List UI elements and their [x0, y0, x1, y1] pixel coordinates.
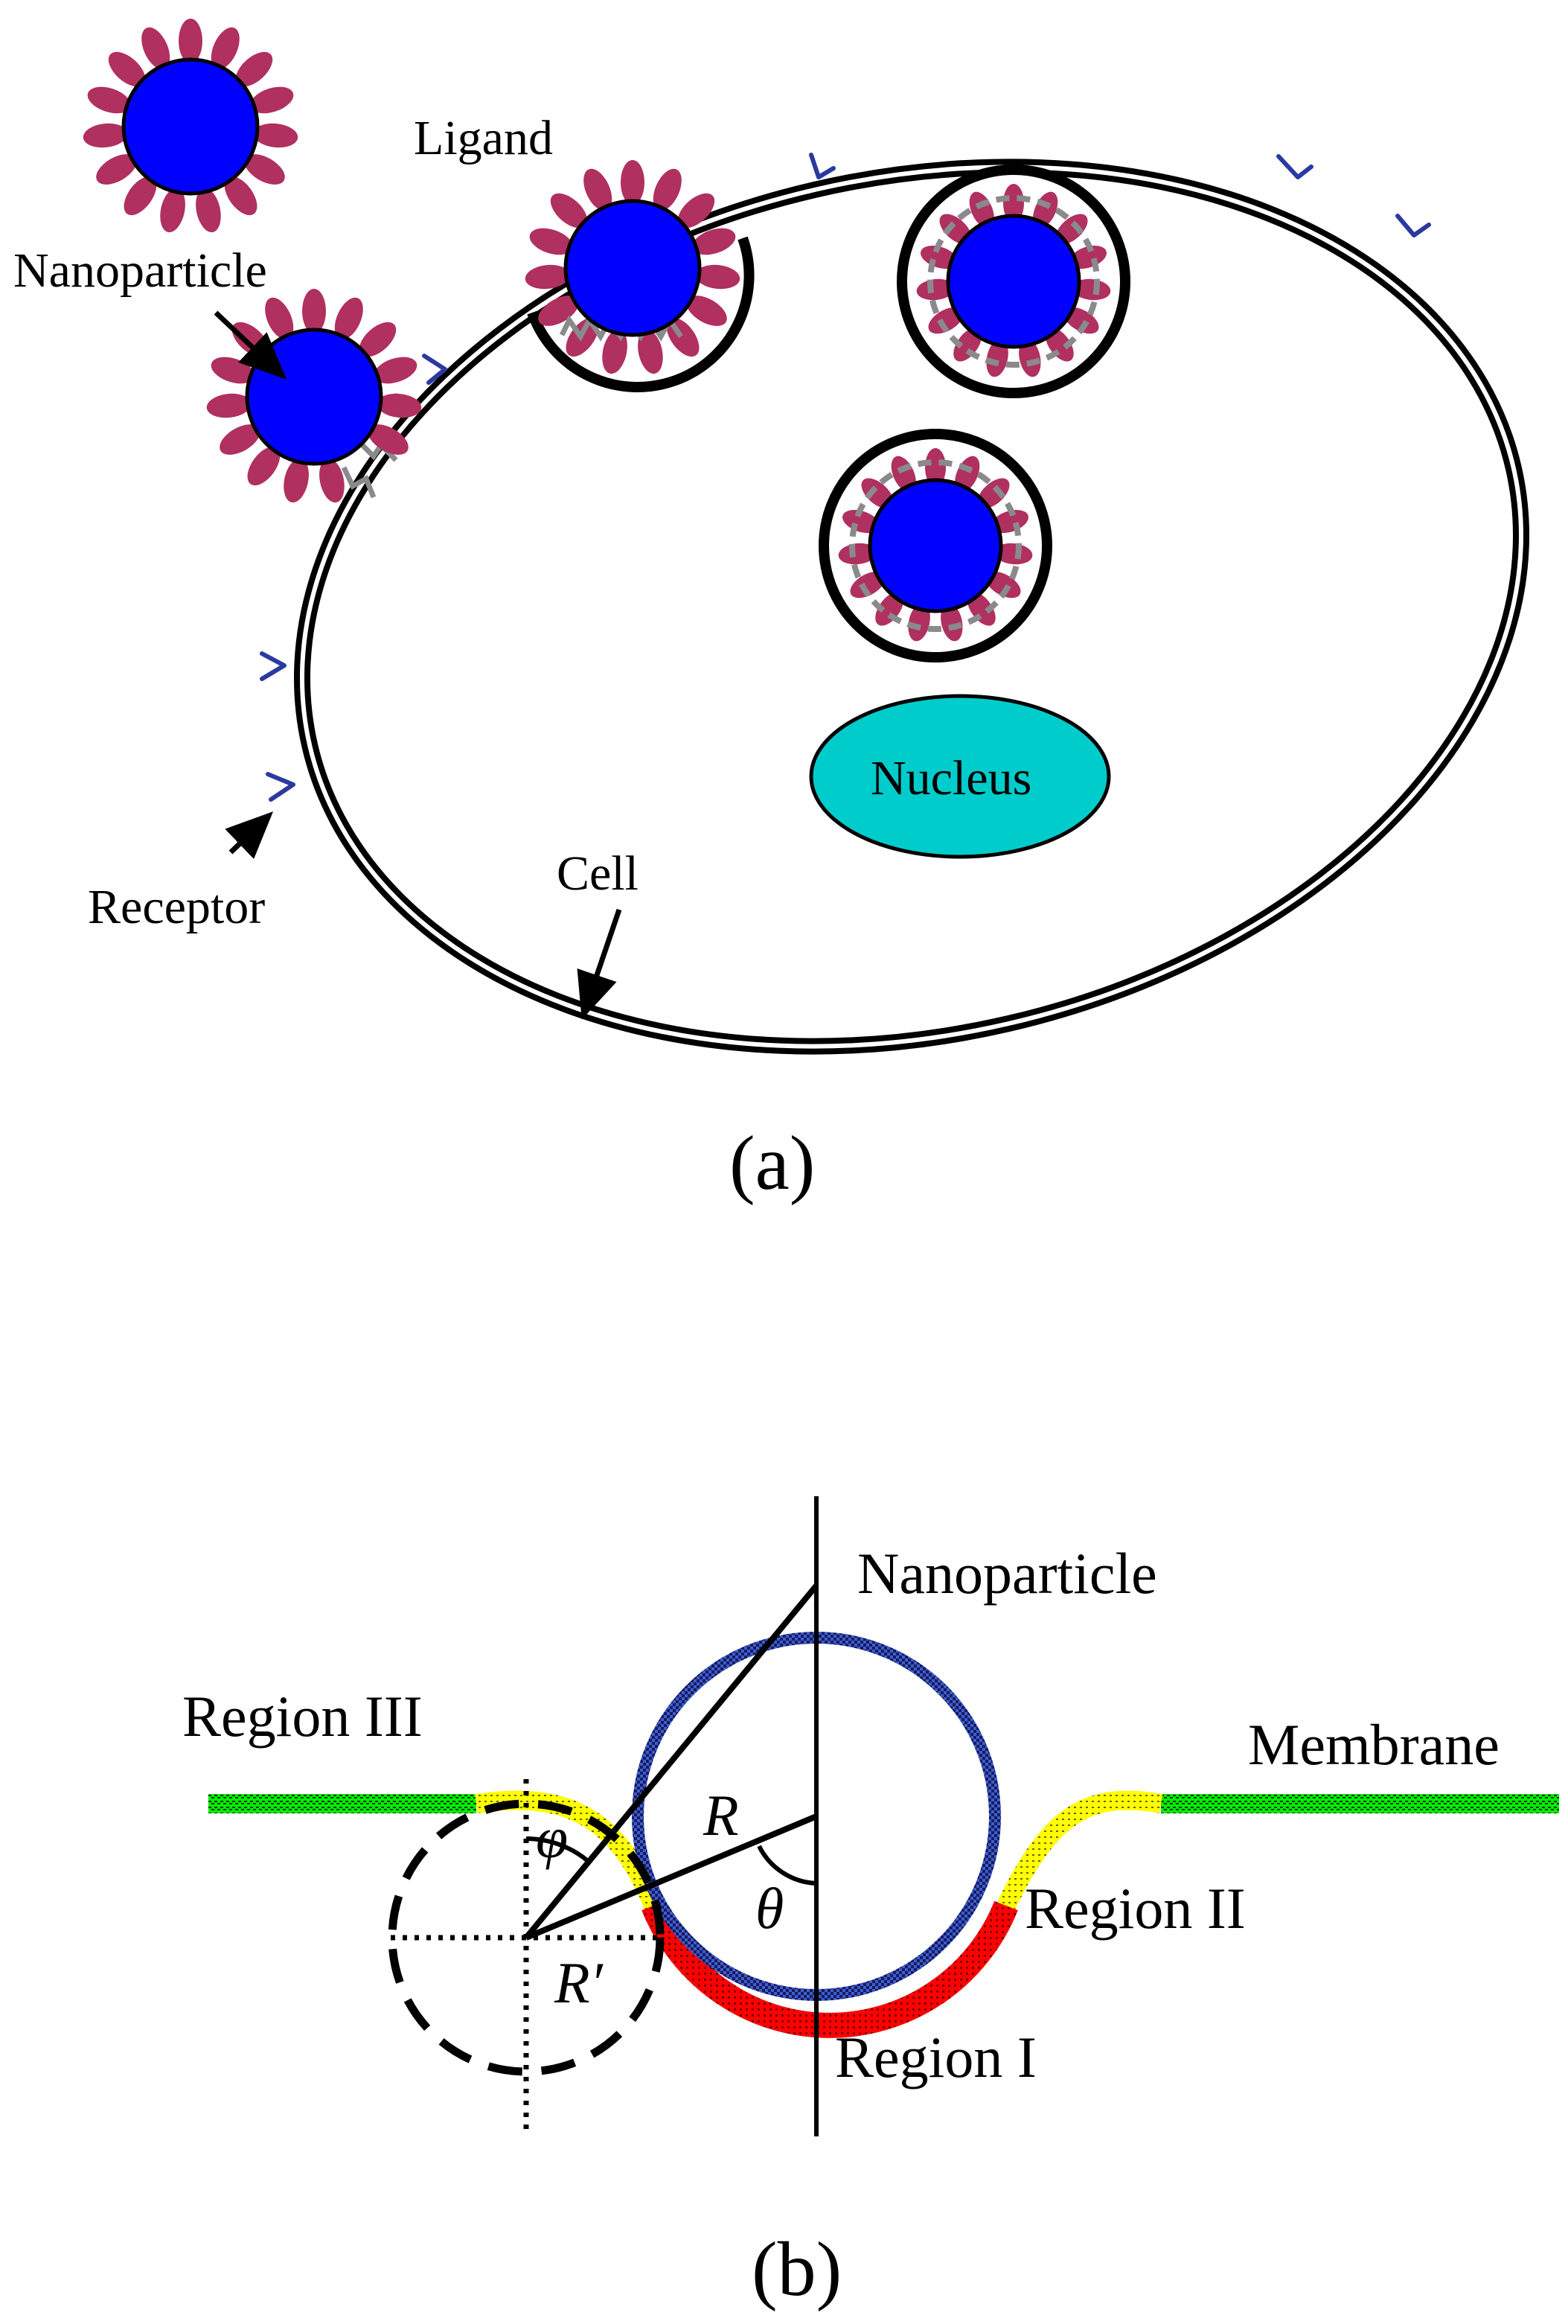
label-nucleus: Nucleus: [871, 751, 1031, 805]
vesicle-nanoparticle: [819, 429, 1052, 663]
line-R: [525, 1813, 818, 1941]
receptor-mark: [1395, 214, 1431, 237]
theta-arc: [757, 1845, 817, 1886]
curvature-circle: [388, 1799, 665, 2076]
label-nanoparticle: Nanoparticle: [13, 243, 267, 298]
arrow-nanoparticle: [214, 310, 287, 380]
bonds: [559, 315, 683, 342]
particle-core: [245, 328, 383, 466]
ligand-shell: [206, 289, 422, 503]
free-nanoparticle: [83, 19, 298, 233]
annotation-arrows: [214, 310, 622, 1020]
label-phi: φ: [536, 1805, 568, 1870]
bond-ring: [849, 459, 1022, 632]
label-R-prime: R′: [554, 1950, 604, 2015]
label-receptor: Receptor: [88, 880, 265, 934]
region-1-wrap: [641, 1900, 1018, 2038]
region-2-right: [997, 1790, 1163, 1910]
label-region-2: Region II: [1025, 1876, 1246, 1941]
panel-b: Nanoparticle Membrane Region III Region …: [182, 1496, 1559, 2312]
particle-core: [121, 57, 260, 196]
wrapping-nanoparticle: [525, 160, 755, 393]
arrow-cell: [577, 908, 622, 1020]
label-region-3: Region III: [182, 1684, 423, 1749]
label-ligand: Ligand: [414, 111, 553, 165]
receptor-mark: [809, 153, 836, 179]
label-nanoparticle-b: Nanoparticle: [857, 1541, 1157, 1606]
ligand-shell: [83, 19, 298, 233]
label-theta: θ: [755, 1876, 784, 1941]
bond-ring: [927, 195, 1100, 368]
receptor-mark: [266, 772, 295, 802]
wrap-membrane: [527, 236, 755, 393]
caption-b: (b): [752, 2226, 842, 2312]
label-cell: Cell: [557, 846, 639, 901]
panel-a: Ligand Nanoparticle Receptor Cell Nucleu…: [13, 19, 1530, 1206]
cell-membrane: [293, 159, 1530, 1055]
receptor-mark: [1276, 154, 1313, 179]
membrane-right: [1161, 1794, 1559, 1813]
phi-arc: [525, 1836, 589, 1863]
ligand-shell: [525, 160, 740, 374]
line-phi: [523, 1583, 819, 1940]
membrane-left: [208, 1794, 476, 1813]
arrow-receptor: [225, 811, 274, 859]
label-R: R: [703, 1783, 739, 1848]
receptor-mark: [422, 354, 447, 385]
particle-core: [946, 214, 1081, 349]
particle-core: [563, 199, 702, 337]
receptor-mark: [260, 651, 287, 681]
nucleus: [809, 694, 1111, 859]
binding-nanoparticle: [206, 289, 422, 503]
particle-core: [868, 478, 1003, 613]
label-region-1: Region I: [835, 2025, 1037, 2090]
vesicle-nanoparticle: [897, 165, 1130, 398]
receptors: [260, 153, 1431, 802]
caption-a: (a): [729, 1120, 815, 1206]
label-membrane: Membrane: [1248, 1712, 1500, 1777]
